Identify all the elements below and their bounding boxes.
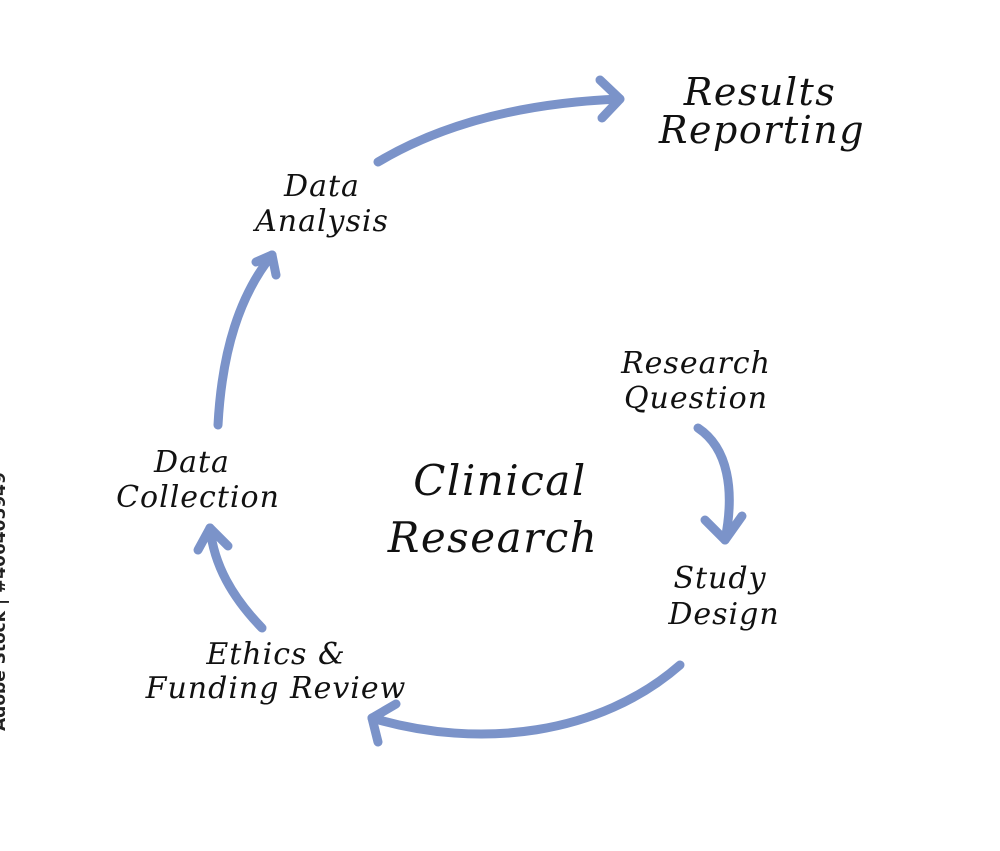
- arrow-research-question-to-study-design: [693, 423, 747, 545]
- step-research-question-line1: Research: [620, 346, 771, 381]
- step-study-design-line2: Design: [667, 597, 779, 632]
- step-data-collection-line2: Collection: [116, 480, 280, 515]
- arrow-study-design-to-ethics-funding: [367, 660, 685, 747]
- center-label-line2: Research: [387, 513, 599, 562]
- stock-watermark-id: Adobe Stock | #406405949: [0, 472, 10, 731]
- step-ethics-funding-line1: Ethics &: [205, 637, 345, 672]
- step-ethics-funding-line2: Funding Review: [145, 671, 407, 706]
- step-results-reporting-line1: Results: [683, 70, 837, 114]
- step-data-analysis-line1: Data: [283, 169, 360, 204]
- step-data-analysis-line2: Analysis: [252, 204, 389, 239]
- step-results-reporting-line2: Reporting: [658, 108, 865, 152]
- arrow-ethics-funding-to-data-collection: [193, 523, 267, 633]
- arrow-data-analysis-to-results-reporting: [373, 75, 625, 167]
- center-label-line1: Clinical: [413, 456, 586, 505]
- step-research-question-line2: Question: [624, 381, 768, 416]
- step-data-collection-line1: Data: [153, 445, 230, 480]
- step-study-design-line1: Study: [673, 561, 766, 596]
- arrow-data-collection-to-data-analysis: [213, 250, 281, 430]
